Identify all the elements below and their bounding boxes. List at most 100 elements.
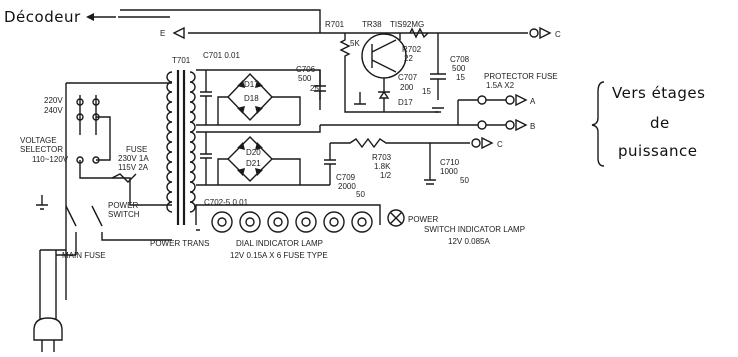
c707-val: 200 bbox=[400, 83, 414, 92]
capacitor-c709 bbox=[324, 143, 336, 185]
lower-bridge-wires bbox=[196, 131, 330, 186]
protector-fuse-val: 1.5A X2 bbox=[486, 81, 515, 90]
selector-contact-2 bbox=[92, 98, 100, 106]
output-b-label: B bbox=[530, 122, 535, 131]
r702-val: 22 bbox=[404, 54, 413, 63]
output-c-mid-label: C bbox=[497, 140, 503, 149]
zener-d17-c707 bbox=[344, 78, 438, 113]
fuse-230-label: 230V 1A bbox=[118, 154, 149, 163]
tr38-label: TR38 bbox=[362, 20, 382, 29]
terminal-a-1 bbox=[477, 95, 487, 105]
bridge-rectifier-lower bbox=[227, 136, 273, 182]
power-switch-symbol bbox=[65, 205, 172, 255]
transformer-core bbox=[176, 70, 186, 225]
r703-val1: 1.8K bbox=[374, 162, 391, 171]
resistor-5k bbox=[339, 33, 351, 100]
r702-label: R702 bbox=[402, 45, 422, 54]
selector-links bbox=[79, 116, 172, 206]
lower-cap-1 bbox=[200, 132, 212, 185]
c707-v: 15 bbox=[422, 87, 431, 96]
to-stages-line1: Vers étages bbox=[612, 84, 705, 102]
v220-label: 220V bbox=[44, 96, 63, 105]
decoder-annotation: Décodeur bbox=[4, 8, 81, 26]
c710-label: C710 bbox=[440, 158, 460, 167]
mains-cord bbox=[39, 249, 76, 320]
to-stages-brace bbox=[591, 81, 605, 167]
terminal-b-2 bbox=[505, 120, 515, 130]
c708-val1: 500 bbox=[452, 64, 466, 73]
dial-lamp-label1: DIAL INDICATOR LAMP bbox=[236, 239, 323, 248]
c706-val1: 500 bbox=[298, 74, 312, 83]
output-a-label: A bbox=[530, 97, 536, 106]
primary-wires bbox=[65, 82, 172, 300]
d21-label: D21 bbox=[246, 159, 261, 168]
wire-b bbox=[300, 124, 506, 133]
d17-label: D17 bbox=[244, 80, 259, 89]
output-c-top-label: C bbox=[555, 30, 561, 39]
voltage-selector-label1: VOLTAGE bbox=[20, 136, 57, 145]
lamp-rail bbox=[195, 204, 381, 231]
output-e-label: E bbox=[160, 29, 165, 38]
c709-v: 50 bbox=[356, 190, 365, 199]
power-switch-label1: POWER bbox=[108, 201, 138, 210]
selector-contact-1 bbox=[76, 98, 84, 106]
terminal-a-2 bbox=[505, 95, 515, 105]
decoder-arrow-head bbox=[86, 13, 94, 21]
c707-symbol bbox=[354, 92, 366, 105]
terminal-c-mid bbox=[471, 138, 481, 148]
to-stages-line3: puissance bbox=[618, 142, 698, 160]
transformer-primary bbox=[166, 71, 173, 213]
transistor-symbol bbox=[371, 39, 397, 73]
fuse-115-label: 115V 2A bbox=[118, 163, 149, 172]
capacitor-c708 bbox=[430, 33, 446, 100]
main-fuse-label: MAIN FUSE bbox=[62, 251, 106, 260]
v110-label: 110~120V bbox=[32, 155, 69, 164]
wire-top-loop bbox=[120, 9, 321, 33]
r703-val2: 1/2 bbox=[380, 171, 392, 180]
c709-label: C709 bbox=[336, 173, 356, 182]
capacitor-c701 bbox=[200, 70, 212, 125]
to-stages-line2: de bbox=[650, 114, 670, 132]
chassis-ground bbox=[36, 195, 48, 210]
bridge-upper-leads bbox=[217, 96, 301, 125]
power-lamp-label1: POWER bbox=[408, 215, 438, 224]
c706-val2: 25 bbox=[310, 84, 319, 93]
r5k-label: 5K bbox=[350, 39, 360, 48]
c710-v: 50 bbox=[460, 176, 469, 185]
terminal-c-top bbox=[529, 28, 539, 38]
transformer-secondary bbox=[189, 71, 196, 213]
output-c-mid-arrow bbox=[481, 136, 494, 150]
fuse-label: FUSE bbox=[126, 145, 147, 154]
r703-label: R703 bbox=[372, 153, 392, 162]
resistor-r702 bbox=[399, 27, 429, 40]
power-trans-label: POWER TRANS bbox=[150, 239, 209, 248]
terminal-b-1 bbox=[477, 120, 487, 130]
selector-contact-3 bbox=[76, 113, 84, 121]
output-c-top-arrow bbox=[539, 26, 552, 40]
output-e-arrow bbox=[172, 26, 185, 40]
capacitor-c706 bbox=[314, 70, 326, 110]
dial-lamp-label2: 12V 0.15A X 6 FUSE TYPE bbox=[230, 251, 328, 260]
bridge-upper-diodes bbox=[237, 80, 263, 114]
d18-label: D18 bbox=[244, 94, 259, 103]
power-indicator-cross bbox=[389, 211, 403, 225]
c706-label: C706 bbox=[296, 65, 316, 74]
protector-fuse-label: PROTECTOR FUSE bbox=[484, 72, 558, 81]
plug-prongs bbox=[41, 340, 55, 352]
d20-label: D20 bbox=[246, 148, 261, 157]
power-lamp-label3: 12V 0.085A bbox=[448, 237, 490, 246]
t701-label: T701 bbox=[172, 56, 191, 65]
c708-val2: 15 bbox=[456, 73, 465, 82]
power-switch-label2: SWITCH bbox=[108, 210, 140, 219]
bridge-rectifier-upper bbox=[227, 72, 273, 122]
c702-label: C702-5 0.01 bbox=[204, 198, 249, 207]
c708-label: C708 bbox=[450, 55, 470, 64]
voltage-selector-label2: SELECTOR bbox=[20, 145, 63, 154]
bridge-lower-leads bbox=[217, 158, 301, 185]
transistor-tr38 bbox=[361, 33, 407, 79]
resistor-r703-wire bbox=[330, 137, 436, 185]
bridge-lower-diodes bbox=[237, 142, 263, 176]
mains-plug bbox=[33, 317, 63, 341]
output-a-arrow bbox=[515, 93, 528, 107]
